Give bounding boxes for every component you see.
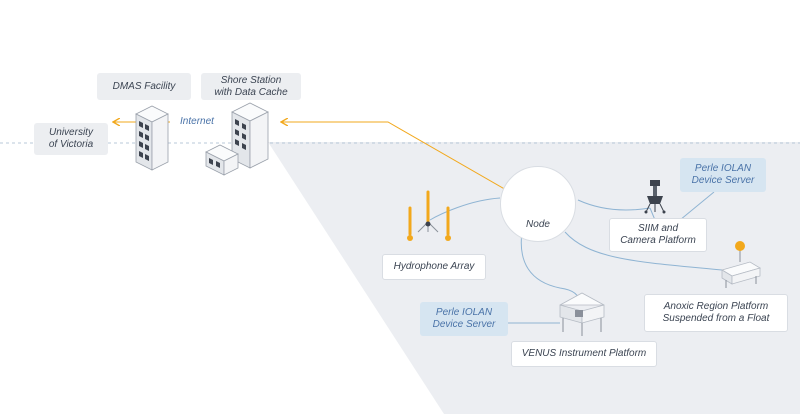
internet-label: Internet [175,116,219,128]
dmas-building [135,105,169,171]
university-text-1: University [49,127,93,138]
venus-platform-text: VENUS Instrument Platform [521,348,647,359]
perle-device-server-label-bottom: Perle IOLAN Device Server [420,302,508,336]
dmas-facility-text: DMAS Facility [112,80,176,92]
perle-bottom-text-1: Perle IOLAN [435,307,493,318]
perle-top-text-2: Device Server [691,175,755,186]
node-label: Node [500,166,576,242]
siim-text-1: SIIM and [637,223,679,234]
siim-text-2: Camera Platform [620,235,696,246]
shore-station-text-2: with Data Cache [214,86,288,98]
shore-station-label: Shore Station with Data Cache [201,73,301,100]
dmas-facility-label: DMAS Facility [97,73,191,100]
internet-text: Internet [180,116,214,127]
callout-lines [507,191,715,324]
venus-platform [559,292,605,336]
subsea-cables [429,197,723,305]
anoxic-platform [721,241,761,288]
university-text-2: of Victoria [48,139,94,150]
hydrophone-array-text: Hydrophone Array [393,261,475,272]
anoxic-text-2: Suspended from a Float [662,313,770,324]
sea-area [268,142,800,414]
perle-device-server-label-top: Perle IOLAN Device Server [680,158,766,192]
hydrophone-array-label: Hydrophone Array [382,254,486,280]
node-text: Node [526,219,550,230]
siim-camera-label: SIIM and Camera Platform [609,218,707,252]
shore-station-text-1: Shore Station [220,74,282,86]
hydrophone-array [407,190,451,241]
shore-station-building [205,102,269,176]
perle-top-text-1: Perle IOLAN [694,163,752,174]
venus-platform-label: VENUS Instrument Platform [511,341,657,367]
university-label: University of Victoria [34,123,108,155]
anoxic-region-label: Anoxic Region Platform Suspended from a … [644,294,788,332]
anoxic-text-1: Anoxic Region Platform [663,301,769,312]
perle-bottom-text-2: Device Server [432,319,496,330]
node-to-shore-link [282,122,516,196]
siim-camera-platform [644,180,666,214]
